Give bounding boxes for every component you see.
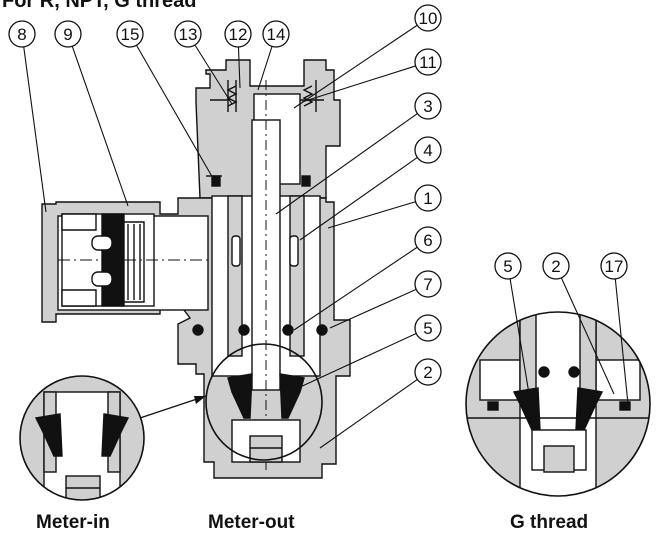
callout-number: 11	[419, 53, 437, 72]
callout-circle	[414, 136, 442, 164]
callout-circle	[414, 314, 442, 342]
callout-number: 12	[229, 25, 248, 44]
callout-circle	[542, 252, 570, 280]
callout-circle	[414, 270, 442, 298]
callout-number: 1	[423, 189, 432, 208]
callout-leader	[560, 277, 615, 395]
callout-number: 3	[423, 97, 432, 116]
callout-leader	[293, 246, 418, 331]
callout-circle	[494, 252, 522, 280]
callout-leader	[297, 332, 417, 389]
callout-leader	[194, 44, 233, 105]
callout-circle	[54, 20, 82, 48]
callout-circle	[414, 4, 442, 32]
meter-in-circle	[19, 375, 145, 501]
g-thread-detail	[466, 312, 650, 496]
callout-leader	[257, 46, 273, 91]
callout-leader	[293, 24, 418, 109]
callout-circle	[414, 358, 442, 386]
meter-in-detail	[20, 376, 144, 500]
callout-leader	[237, 46, 241, 89]
callout-circle	[414, 184, 442, 212]
callout-circle	[600, 252, 628, 280]
main-section-view	[41, 59, 351, 479]
callout-circle	[414, 92, 442, 120]
callout-leader	[301, 65, 416, 103]
callout-number: 5	[423, 319, 432, 338]
g-thread-circle	[465, 311, 651, 497]
callout-circle	[116, 20, 144, 48]
callout-number: 7	[423, 275, 432, 294]
callout-leader	[275, 113, 418, 215]
caption-meter-in: Meter-in	[36, 512, 110, 533]
callout-leader	[319, 379, 418, 449]
callout-number: 9	[63, 25, 72, 44]
callout-leader	[71, 46, 129, 207]
callout-circle	[262, 20, 290, 48]
callout-number: 8	[17, 25, 26, 44]
callouts-detail: 5 2 17	[494, 252, 629, 405]
callout-leader	[136, 44, 215, 181]
caption-g-thread: G thread	[510, 512, 589, 533]
callout-leader	[327, 201, 416, 229]
caption-meter-out: Meter-out	[208, 512, 295, 533]
callout-leader	[329, 288, 417, 329]
callout-number: 5	[503, 257, 512, 276]
callout-number: 4	[423, 141, 432, 160]
callout-number: 13	[179, 25, 198, 44]
callout-number: 6	[423, 231, 432, 250]
callout-leader	[299, 157, 418, 241]
callout-number: 2	[551, 257, 560, 276]
callout-leader	[614, 278, 629, 405]
callout-number: 2	[423, 363, 432, 382]
diagram-title: For R, NPT, G thread	[2, 0, 197, 12]
callout-number: 10	[419, 9, 438, 28]
callout-circle	[174, 20, 202, 48]
callout-circle	[8, 20, 36, 48]
callout-number: 15	[121, 25, 140, 44]
callout-leader	[509, 278, 531, 401]
callout-circle	[224, 20, 252, 48]
callout-circle	[414, 226, 442, 254]
callout-number: 17	[605, 257, 624, 276]
callout-number: 14	[267, 25, 286, 44]
callouts-main: 8 9 15 13 12 14 10 11 3 4 1 6 7 5 2	[8, 4, 442, 449]
callout-circle	[414, 48, 442, 76]
callout-leader	[23, 46, 47, 213]
